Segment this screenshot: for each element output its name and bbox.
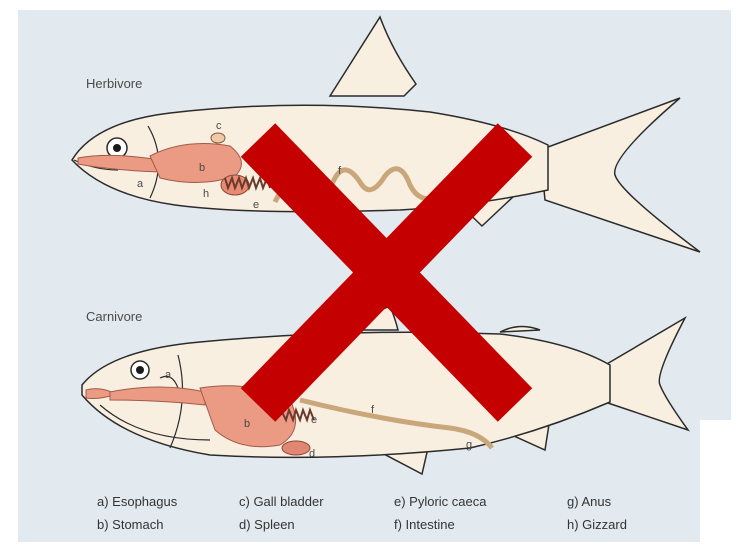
herbivore-label-b: b: [199, 162, 205, 174]
carnivore-label-g: g: [466, 439, 472, 451]
carnivore-label-e: e: [311, 414, 317, 426]
panel-label-herbivore: Herbivore: [86, 76, 142, 91]
legend-stomach: b) Stomach: [97, 517, 163, 532]
herbivore-label-e: e: [253, 199, 259, 211]
herbivore-pupil: [113, 144, 121, 152]
legend-gizzard: h) Gizzard: [567, 517, 627, 532]
carnivore-label-a: a: [165, 369, 172, 381]
herbivore-gall-bladder: [211, 133, 225, 143]
legend-gall-bladder: c) Gall bladder: [239, 494, 324, 509]
herbivore-label-h: h: [203, 188, 209, 200]
panel-label-carnivore: Carnivore: [86, 309, 142, 324]
legend-spleen: d) Spleen: [239, 517, 295, 532]
carnivore-pupil: [136, 366, 144, 374]
carnivore-label-b: b: [244, 418, 250, 430]
herbivore-label-a: a: [137, 178, 144, 190]
legend-pyloric-caeca: e) Pyloric caeca: [394, 494, 486, 509]
carnivore-label-d: d: [309, 448, 315, 460]
herbivore-label-c: c: [216, 120, 222, 132]
legend-intestine: f) Intestine: [394, 517, 455, 532]
carnivore-spleen: [282, 441, 310, 455]
white-margin-right: [700, 420, 749, 549]
legend-anus: g) Anus: [567, 494, 611, 509]
legend-esophagus: a) Esophagus: [97, 494, 177, 509]
